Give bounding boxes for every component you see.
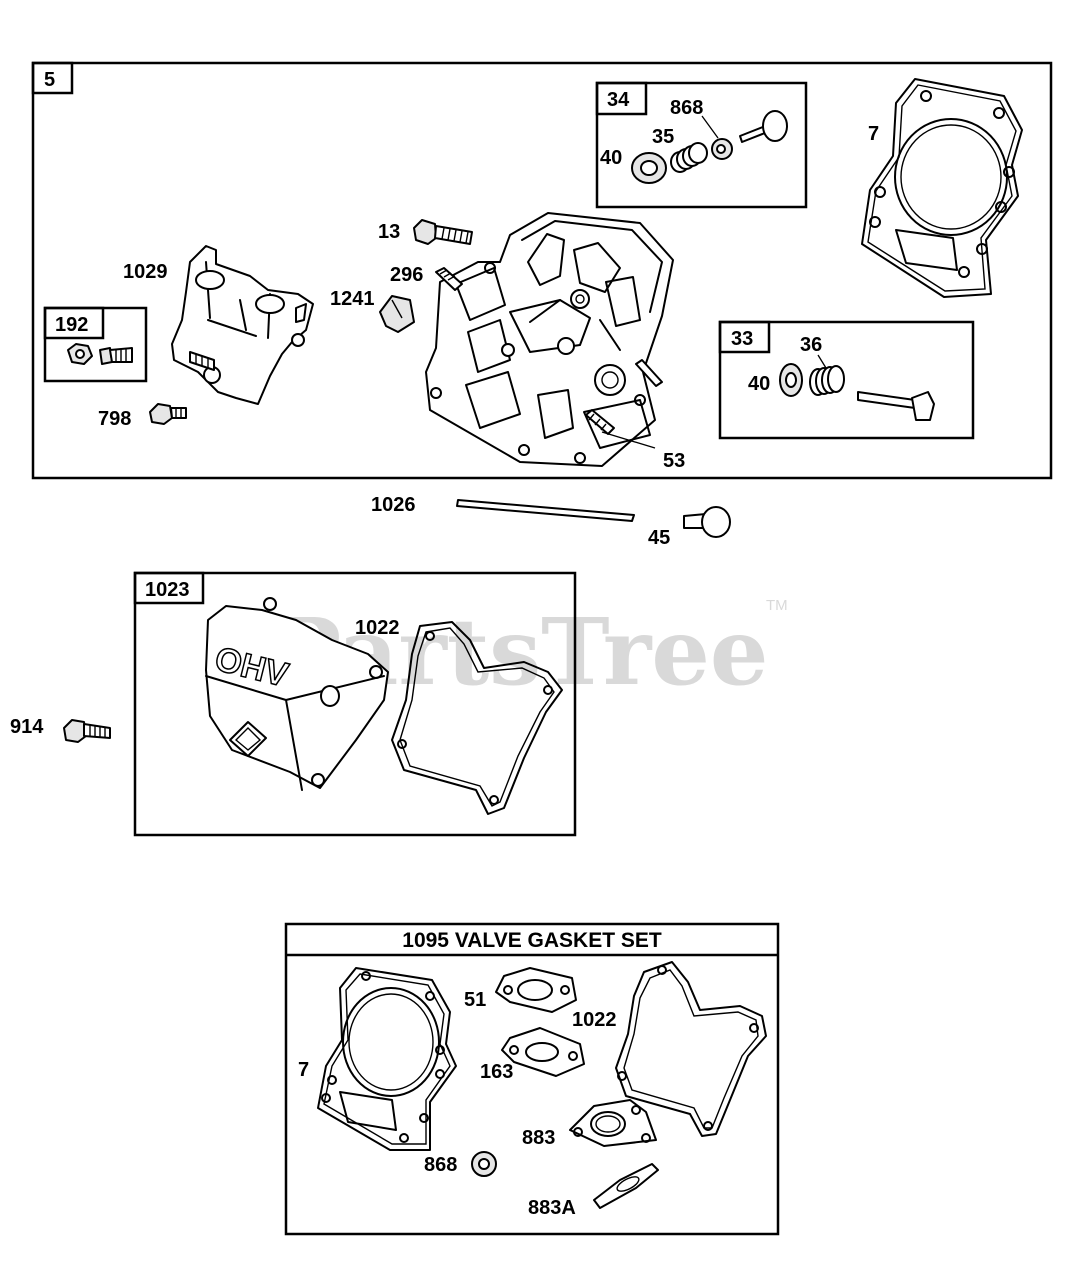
gasket-part-51 (495, 967, 577, 1013)
callout-7b: 7 (298, 1059, 309, 1081)
gasket-part-163 (501, 1027, 585, 1077)
hex-nut-part (67, 343, 93, 365)
rocker-cover-part: OHV (205, 597, 389, 791)
rocker-cover-gasket-part-1022a (391, 621, 563, 815)
valve-kit-box-33-label: 33 (731, 328, 753, 350)
leader-53 (601, 431, 656, 449)
valve-kit-box-34-label: 34 (607, 89, 630, 111)
callout-883: 883 (522, 1127, 555, 1149)
callout-914: 914 (10, 716, 44, 738)
callout-45: 45 (648, 527, 670, 549)
callout-36: 36 (800, 334, 822, 356)
intake-valve-part (739, 110, 788, 143)
callout-53: 53 (663, 450, 685, 472)
bracket-part-1029 (171, 245, 314, 405)
push-rod-part-1026 (456, 499, 635, 522)
valve-retainer-part-40b (779, 363, 803, 397)
leader-868a (701, 115, 719, 139)
callout-798: 798 (98, 408, 131, 430)
valve-spring-part-35 (670, 142, 708, 173)
valve-spring-part-36 (809, 365, 845, 396)
head-gasket-part-7b (317, 967, 457, 1151)
rocker-cover-box-1023-tag (133, 571, 205, 605)
valve-seal-part-868a (711, 138, 733, 160)
watermark-trademark: TM (766, 597, 788, 614)
gasket-set-box (284, 922, 780, 1236)
screw-part (99, 347, 133, 365)
valve-kit-box-33 (718, 320, 975, 440)
rocker-cover-box-1023-label: 1023 (145, 579, 190, 601)
valve-retainer-part-40a (631, 152, 667, 184)
callout-868b: 868 (424, 1154, 457, 1176)
gasket-part-883a (593, 1163, 659, 1209)
rocker-cover-box-1023 (133, 571, 577, 837)
gasket-part-883 (569, 1099, 657, 1147)
clip-part-1241 (379, 295, 415, 333)
callout-1026: 1026 (371, 494, 416, 516)
exhaust-valve-part (857, 391, 935, 421)
stud-part-296 (435, 267, 463, 291)
valve-kit-box-34 (595, 81, 808, 209)
bolt-part-798 (149, 403, 187, 425)
rocker-cover-gasket-part-1022b (615, 961, 767, 1137)
valve-seal-part-868b (471, 1151, 497, 1177)
callout-40a: 40 (600, 147, 622, 169)
callout-1022a: 1022 (355, 617, 400, 639)
valve-kit-box-33-tag (718, 320, 771, 354)
callout-296: 296 (390, 264, 423, 286)
assembly-box-5-label: 5 (44, 69, 55, 91)
fastener-kit-box-192-tag (43, 306, 105, 340)
head-bolt-part-13 (413, 219, 473, 245)
fastener-kit-box-192-label: 192 (55, 314, 88, 336)
callout-883a: 883A (528, 1197, 576, 1219)
callout-13: 13 (378, 221, 400, 243)
cylinder-head-part (425, 212, 674, 467)
bolt-part-914 (63, 719, 111, 743)
assembly-box-5 (31, 61, 1053, 480)
callout-1022b: 1022 (572, 1009, 617, 1031)
head-gasket-part-7a (861, 78, 1023, 298)
leader-36 (817, 354, 827, 369)
assembly-box-5-tag (31, 61, 74, 95)
callout-1241: 1241 (330, 288, 375, 310)
tappet-part-45 (683, 506, 731, 538)
stud-part-53 (585, 359, 663, 435)
valve-kit-box-34-tag (595, 81, 648, 116)
callout-35: 35 (652, 126, 674, 148)
callout-51: 51 (464, 989, 486, 1011)
callout-1029: 1029 (123, 261, 168, 283)
callout-40b: 40 (748, 373, 770, 395)
callout-163: 163 (480, 1061, 513, 1083)
callout-868a: 868 (670, 97, 703, 119)
gasket-set-title: 1095 VALVE GASKET SET (402, 929, 662, 952)
callout-7a: 7 (868, 123, 879, 145)
